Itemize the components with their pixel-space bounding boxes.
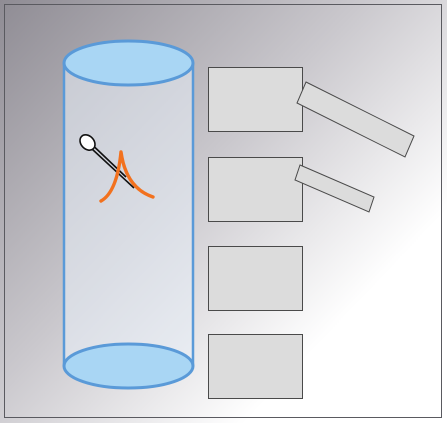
tube-end: [79, 134, 96, 151]
cylinder-bottom-cap: [62, 342, 195, 390]
box-1: [208, 67, 303, 132]
tilted-tube-icon: [79, 134, 135, 189]
frame-border: [4, 4, 442, 418]
box-3: [208, 246, 303, 311]
cylinder-body: [64, 63, 193, 366]
cylinder-icon: [62, 39, 195, 390]
tilted-bar-1: [296, 81, 415, 158]
orange-curve-icon: [99, 150, 155, 203]
cylinder-top-cap: [62, 39, 195, 87]
box-2: [208, 157, 303, 222]
tilted-bar-2: [294, 164, 375, 213]
box-4: [208, 334, 303, 399]
